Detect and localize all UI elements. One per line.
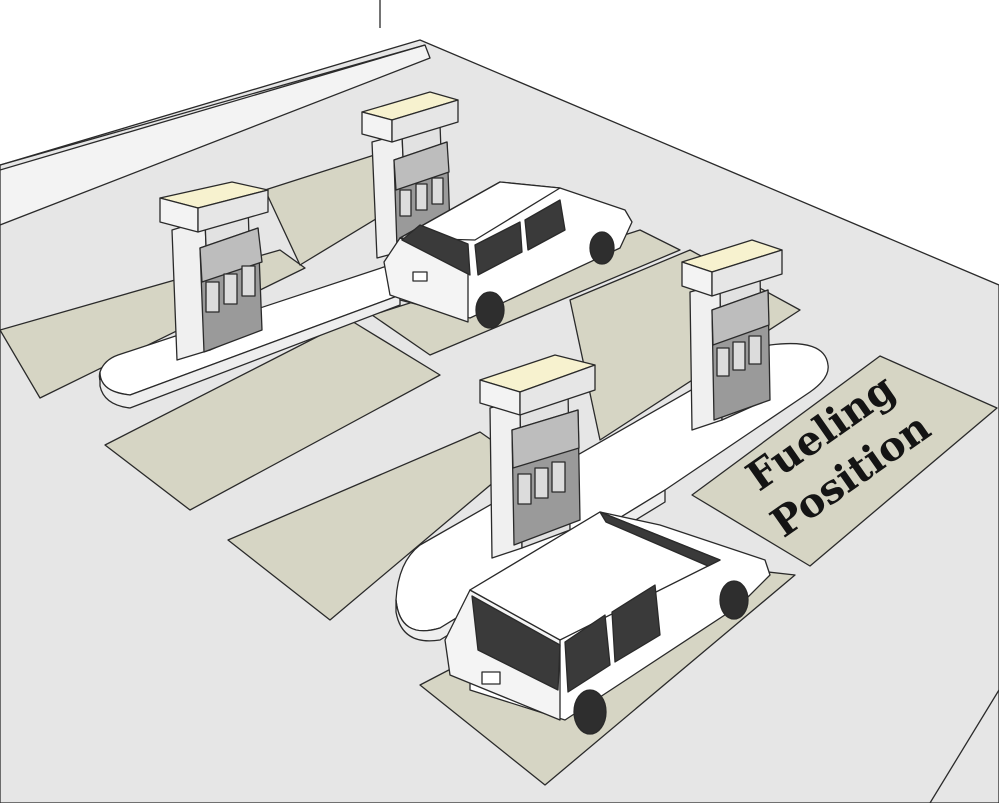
pavement-edge	[929, 689, 999, 803]
back-curb	[0, 0, 431, 226]
fuel-dispenser	[479, 354, 596, 559]
minivan	[383, 181, 633, 329]
minivan	[444, 511, 771, 735]
fueling-position-pad	[691, 355, 998, 567]
parking-pad	[104, 319, 441, 511]
fuel-dispenser	[681, 239, 783, 431]
fuel-dispenser	[159, 181, 269, 361]
